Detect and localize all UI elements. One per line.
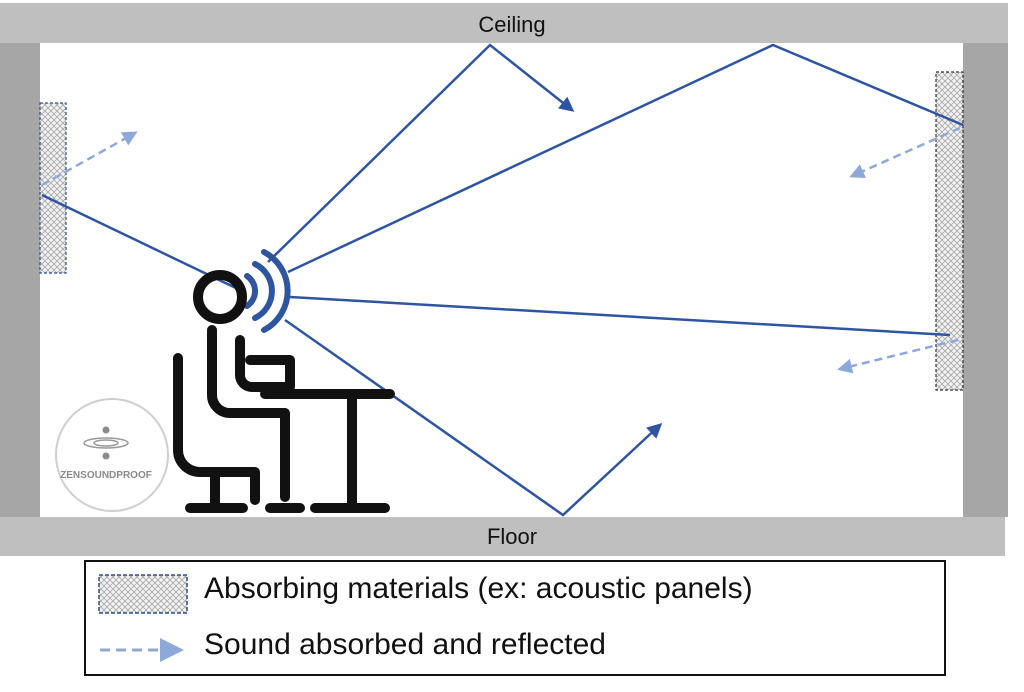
- reflected-arrow-left: [41, 131, 138, 187]
- logo-text: ZENSOUNDPROOF: [60, 470, 152, 481]
- person-at-desk-icon: [173, 270, 395, 513]
- reflected-arrow-right-top: [849, 126, 961, 178]
- right-wall: [963, 3, 1008, 517]
- legend-arrow-label: Sound absorbed and reflected: [204, 628, 606, 661]
- zensoundproof-logo: ZENSOUNDPROOF: [55, 398, 169, 512]
- left-wall: [0, 3, 40, 517]
- ray-to-right-wall: [289, 295, 951, 337]
- legend: Absorbing materials (ex: acoustic panels…: [84, 560, 946, 676]
- acoustic-panel-swatch-icon: [98, 574, 188, 614]
- ceiling-band: [0, 3, 1008, 43]
- legend-row-panel: Absorbing materials (ex: acoustic panels…: [86, 564, 944, 620]
- right-acoustic-panel: [935, 71, 964, 391]
- ray-to-floor: [284, 318, 663, 517]
- sound-waves-icon: [244, 249, 291, 333]
- reflected-arrows: [41, 126, 961, 374]
- floor-band: [0, 517, 1005, 556]
- floor-label: Floor: [486, 524, 538, 549]
- legend-row-arrow: Sound absorbed and reflected: [86, 620, 944, 676]
- dashed-arrow-icon: [100, 638, 184, 662]
- ray-to-ceiling-left: [267, 43, 575, 263]
- legend-panel-label: Absorbing materials (ex: acoustic panels…: [204, 572, 753, 605]
- ray-to-ceiling-right: [287, 43, 964, 274]
- left-acoustic-panel: [39, 102, 67, 274]
- reflected-arrow-right-bottom: [837, 338, 959, 374]
- ceiling-label: Ceiling: [478, 12, 546, 37]
